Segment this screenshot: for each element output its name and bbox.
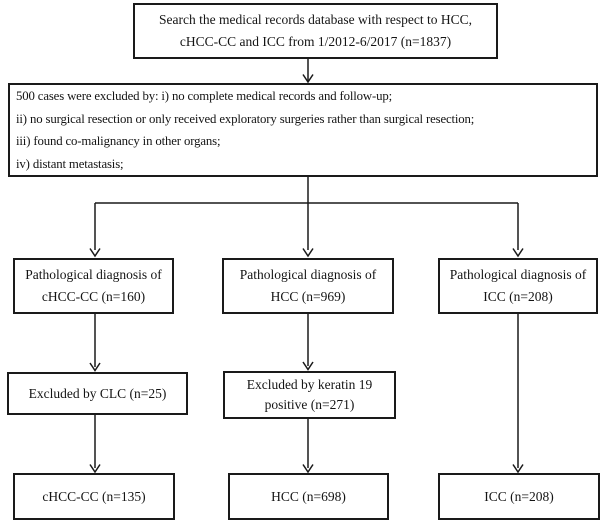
final-chcc-line1: cHCC-CC (n=135): [42, 488, 146, 504]
arrow-excluded-keratin-to-final-hcc: [302, 419, 314, 474]
exclusion-line1: 500 cases were excluded by: i) no comple…: [16, 89, 393, 103]
diagnosis-chcc-line2: cHCC-CC (n=160): [41, 289, 146, 304]
diagnosis-hcc-line1: Pathological diagnosis of: [239, 267, 377, 282]
node-search-database: Search the medical records database with…: [133, 3, 498, 59]
arrow-hcc-to-excluded-keratin: [302, 314, 314, 371]
node-diagnosis-icc: Pathological diagnosis of ICC (n=208): [438, 258, 598, 314]
diagnosis-icc-line1: Pathological diagnosis of: [449, 267, 587, 282]
arrow-icc-to-final-icc: [512, 314, 524, 474]
exclusion-line2: ii) no surgical resection or only receiv…: [16, 111, 475, 126]
diagnosis-icc-line2: ICC (n=208): [483, 289, 553, 304]
final-hcc-line1: HCC (n=698): [271, 488, 346, 504]
node-final-icc: ICC (n=208): [438, 473, 600, 520]
excluded-clc-line1: Excluded by CLC (n=25): [28, 385, 167, 401]
node-diagnosis-chcc-cc: Pathological diagnosis of cHCC-CC (n=160…: [13, 258, 174, 314]
node-excluded-clc: Excluded by CLC (n=25): [7, 372, 188, 415]
final-icc-line1: ICC (n=208): [484, 488, 554, 504]
node-exclusion-criteria: 500 cases were excluded by: i) no comple…: [8, 83, 598, 177]
diagnosis-chcc-line1: Pathological diagnosis of: [25, 267, 162, 282]
node-final-hcc: HCC (n=698): [228, 473, 389, 520]
excluded-keratin-line2: positive (n=271): [264, 397, 355, 412]
arrow-excluded-clc-to-final-chcc: [89, 415, 101, 474]
arrow-chcc-to-excluded-clc: [89, 314, 101, 372]
node-search-line2: cHCC-CC and ICC from 1/2012-6/2017 (n=18…: [179, 34, 452, 49]
node-search-line1: Search the medical records database with…: [158, 12, 472, 27]
node-diagnosis-hcc: Pathological diagnosis of HCC (n=969): [222, 258, 394, 314]
node-final-chcc-cc: cHCC-CC (n=135): [13, 473, 175, 520]
exclusion-line3: iii) found co-malignancy in other organs…: [16, 134, 221, 148]
exclusion-line4: iv) distant metastasis;: [16, 156, 124, 171]
diagnosis-hcc-line2: HCC (n=969): [270, 289, 346, 304]
branch-exclusion-to-diagnoses: [89, 177, 524, 258]
excluded-keratin-line1: Excluded by keratin 19: [246, 377, 373, 392]
node-excluded-keratin19: Excluded by keratin 19 positive (n=271): [223, 371, 396, 419]
arrow-search-to-exclusion: [302, 59, 314, 84]
